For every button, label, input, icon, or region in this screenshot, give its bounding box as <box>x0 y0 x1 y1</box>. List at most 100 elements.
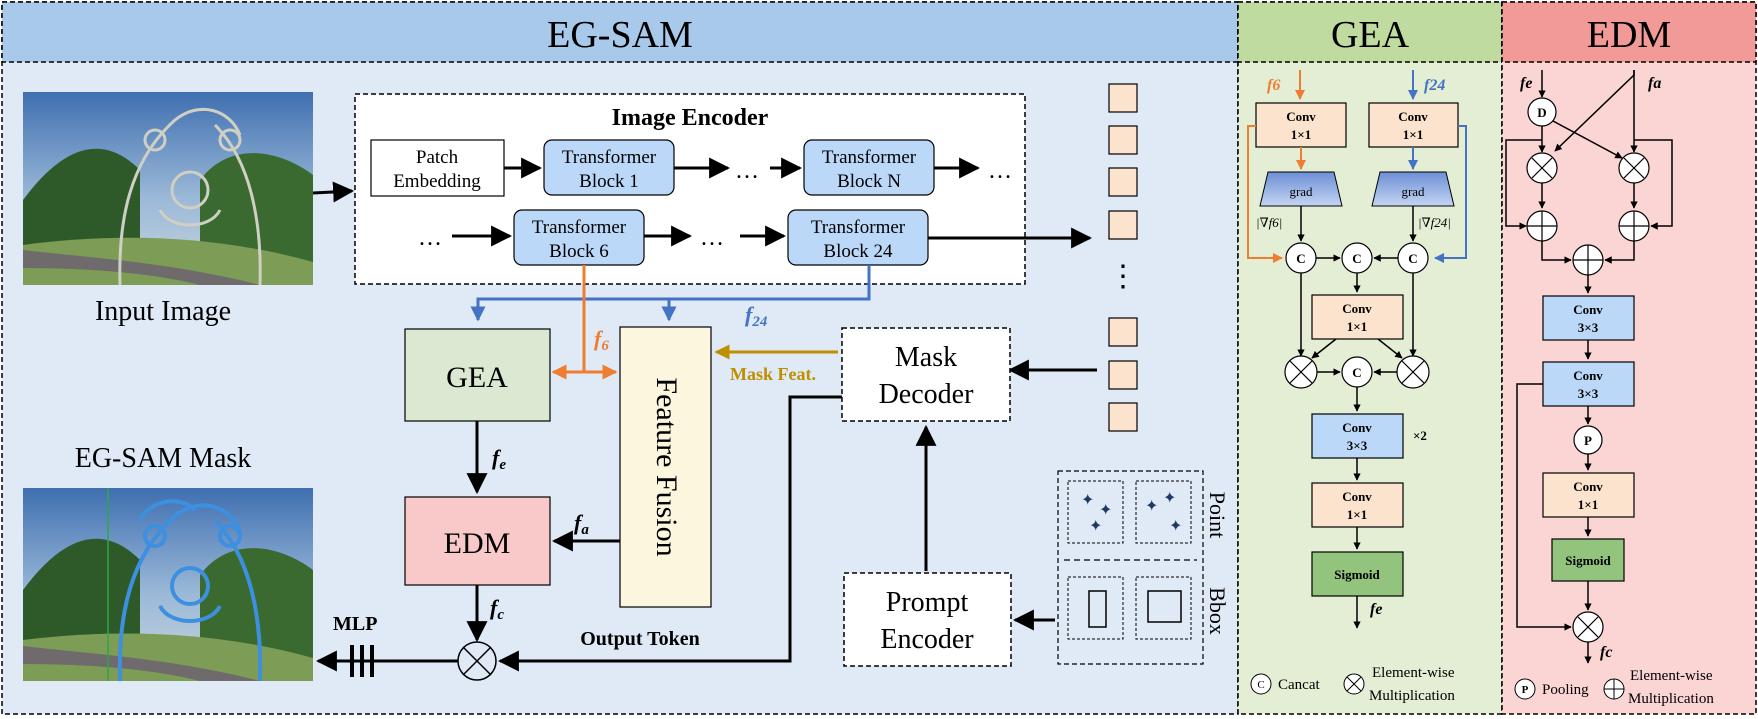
gea-detail: f6 f24 Conv 1×1 Conv 1×1 grad grad |∇f6|… <box>1247 70 1467 704</box>
svg-text:Transformer: Transformer <box>822 147 917 168</box>
svg-text:fa: fa <box>1648 75 1661 92</box>
mlp-bars <box>350 645 374 677</box>
svg-text:Conv: Conv <box>1573 479 1603 494</box>
svg-text:✦: ✦ <box>1089 518 1102 535</box>
transformer-block-1: Transformer Block 1 <box>543 139 675 196</box>
svg-text:f6: f6 <box>1267 77 1280 94</box>
svg-text:1×1: 1×1 <box>1403 127 1423 142</box>
output-mask-label: EG-SAM Mask <box>75 443 252 474</box>
svg-text:C: C <box>1352 251 1361 266</box>
svg-text:×2: ×2 <box>1413 428 1427 443</box>
svg-text:Block N: Block N <box>837 171 901 192</box>
svg-text:Conv: Conv <box>1398 109 1428 124</box>
bbox-label: Bbox <box>1205 587 1230 635</box>
svg-text:Pooling: Pooling <box>1542 682 1589 698</box>
svg-text:fc: fc <box>490 595 504 623</box>
input-image-label: Input Image <box>95 296 231 327</box>
svg-text:Block 1: Block 1 <box>579 171 639 192</box>
gea-title: GEA <box>1331 14 1410 56</box>
svg-text:✦: ✦ <box>1099 502 1112 519</box>
svg-text:Feature Fusion: Feature Fusion <box>650 377 683 556</box>
svg-text:1×1: 1×1 <box>1578 497 1598 512</box>
svg-text:1×1: 1×1 <box>1347 507 1367 522</box>
svg-text:✦: ✦ <box>1145 498 1158 515</box>
svg-text:Decoder: Decoder <box>879 379 975 410</box>
svg-text:f24: f24 <box>1424 77 1445 94</box>
output-mask-image <box>23 488 313 682</box>
svg-text:Element-wise: Element-wise <box>1630 668 1713 684</box>
svg-text:grad: grad <box>1401 184 1425 199</box>
svg-text:C: C <box>1352 365 1361 380</box>
multiply-node <box>457 641 497 681</box>
ellipsis-4: … <box>700 225 724 251</box>
svg-text:Transformer: Transformer <box>562 147 657 168</box>
ellipsis-2: … <box>988 158 1012 184</box>
svg-text:|∇f24|: |∇f24| <box>1418 215 1451 230</box>
svg-text:D: D <box>1537 105 1546 120</box>
svg-text:fc: fc <box>1600 644 1612 661</box>
output-token-line <box>497 395 842 672</box>
svg-text:grad: grad <box>1289 184 1313 199</box>
svg-text:1×1: 1×1 <box>1291 127 1311 142</box>
token-column: ⋮ <box>1108 83 1138 432</box>
egsam-title: EG-SAM <box>547 14 693 56</box>
svg-text:Patch: Patch <box>416 147 459 168</box>
edm-block: EDM <box>404 496 551 586</box>
svg-text:|∇f6|: |∇f6| <box>1256 215 1282 230</box>
svg-text:Conv: Conv <box>1573 302 1603 317</box>
svg-text:fe: fe <box>492 445 506 473</box>
mlp-label: MLP <box>333 613 377 635</box>
patch-embedding: Patch Embedding <box>370 139 505 197</box>
svg-text:f6: f6 <box>594 326 609 354</box>
svg-text:✦: ✦ <box>1169 518 1182 535</box>
edm-detail: fe fa D <box>1505 70 1714 707</box>
arrow-input-to-encoder <box>312 181 355 203</box>
svg-text:fe: fe <box>1520 75 1532 92</box>
f6-routing <box>551 265 618 380</box>
svg-text:Encoder: Encoder <box>880 624 974 655</box>
svg-text:Multiplication: Multiplication <box>1369 688 1455 704</box>
svg-text:⋮: ⋮ <box>1108 260 1138 293</box>
output-token-label: Output Token <box>580 628 700 650</box>
svg-text:Sigmoid: Sigmoid <box>1334 567 1380 582</box>
svg-text:3×3: 3×3 <box>1578 386 1599 401</box>
svg-text:fe: fe <box>1370 601 1382 618</box>
svg-text:Conv: Conv <box>1573 368 1603 383</box>
transformer-block-n: Transformer Block N <box>803 139 935 196</box>
svg-text:C: C <box>1257 679 1264 691</box>
svg-text:1×1: 1×1 <box>1347 319 1367 334</box>
svg-text:✦: ✦ <box>1081 492 1094 509</box>
svg-text:Prompt: Prompt <box>886 587 969 618</box>
svg-text:Conv: Conv <box>1286 109 1316 124</box>
svg-text:Conv: Conv <box>1342 489 1372 504</box>
gea-block: GEA <box>404 328 551 422</box>
transformer-block-6: Transformer Block 6 <box>513 209 645 266</box>
input-image <box>23 92 313 286</box>
transformer-block-24: Transformer Block 24 <box>787 209 929 266</box>
svg-text:P: P <box>1584 433 1592 448</box>
svg-text:f24: f24 <box>745 302 768 330</box>
svg-text:3×3: 3×3 <box>1578 320 1599 335</box>
svg-text:P: P <box>1522 684 1529 696</box>
svg-text:Cancat: Cancat <box>1278 677 1320 693</box>
svg-text:EDM: EDM <box>444 527 511 560</box>
svg-text:✦: ✦ <box>1163 490 1176 507</box>
svg-text:Conv: Conv <box>1342 420 1372 435</box>
prompt-encoder: Prompt Encoder <box>843 572 1012 667</box>
point-label: Point <box>1205 492 1230 538</box>
ellipsis-3: … <box>418 225 442 251</box>
edm-title: EDM <box>1587 14 1671 56</box>
feature-fusion: Feature Fusion <box>619 326 712 608</box>
f24-routing <box>470 265 871 322</box>
svg-text:Transformer: Transformer <box>532 217 627 238</box>
svg-text:Block 6: Block 6 <box>549 241 609 262</box>
svg-text:3×3: 3×3 <box>1347 438 1368 453</box>
svg-text:Conv: Conv <box>1342 301 1372 316</box>
image-encoder-title: Image Encoder <box>612 105 769 131</box>
svg-text:GEA: GEA <box>446 361 508 394</box>
svg-text:Element-wise: Element-wise <box>1372 665 1455 681</box>
svg-text:Transformer: Transformer <box>811 217 906 238</box>
svg-text:Embedding: Embedding <box>393 171 481 192</box>
svg-text:C: C <box>1408 251 1417 266</box>
